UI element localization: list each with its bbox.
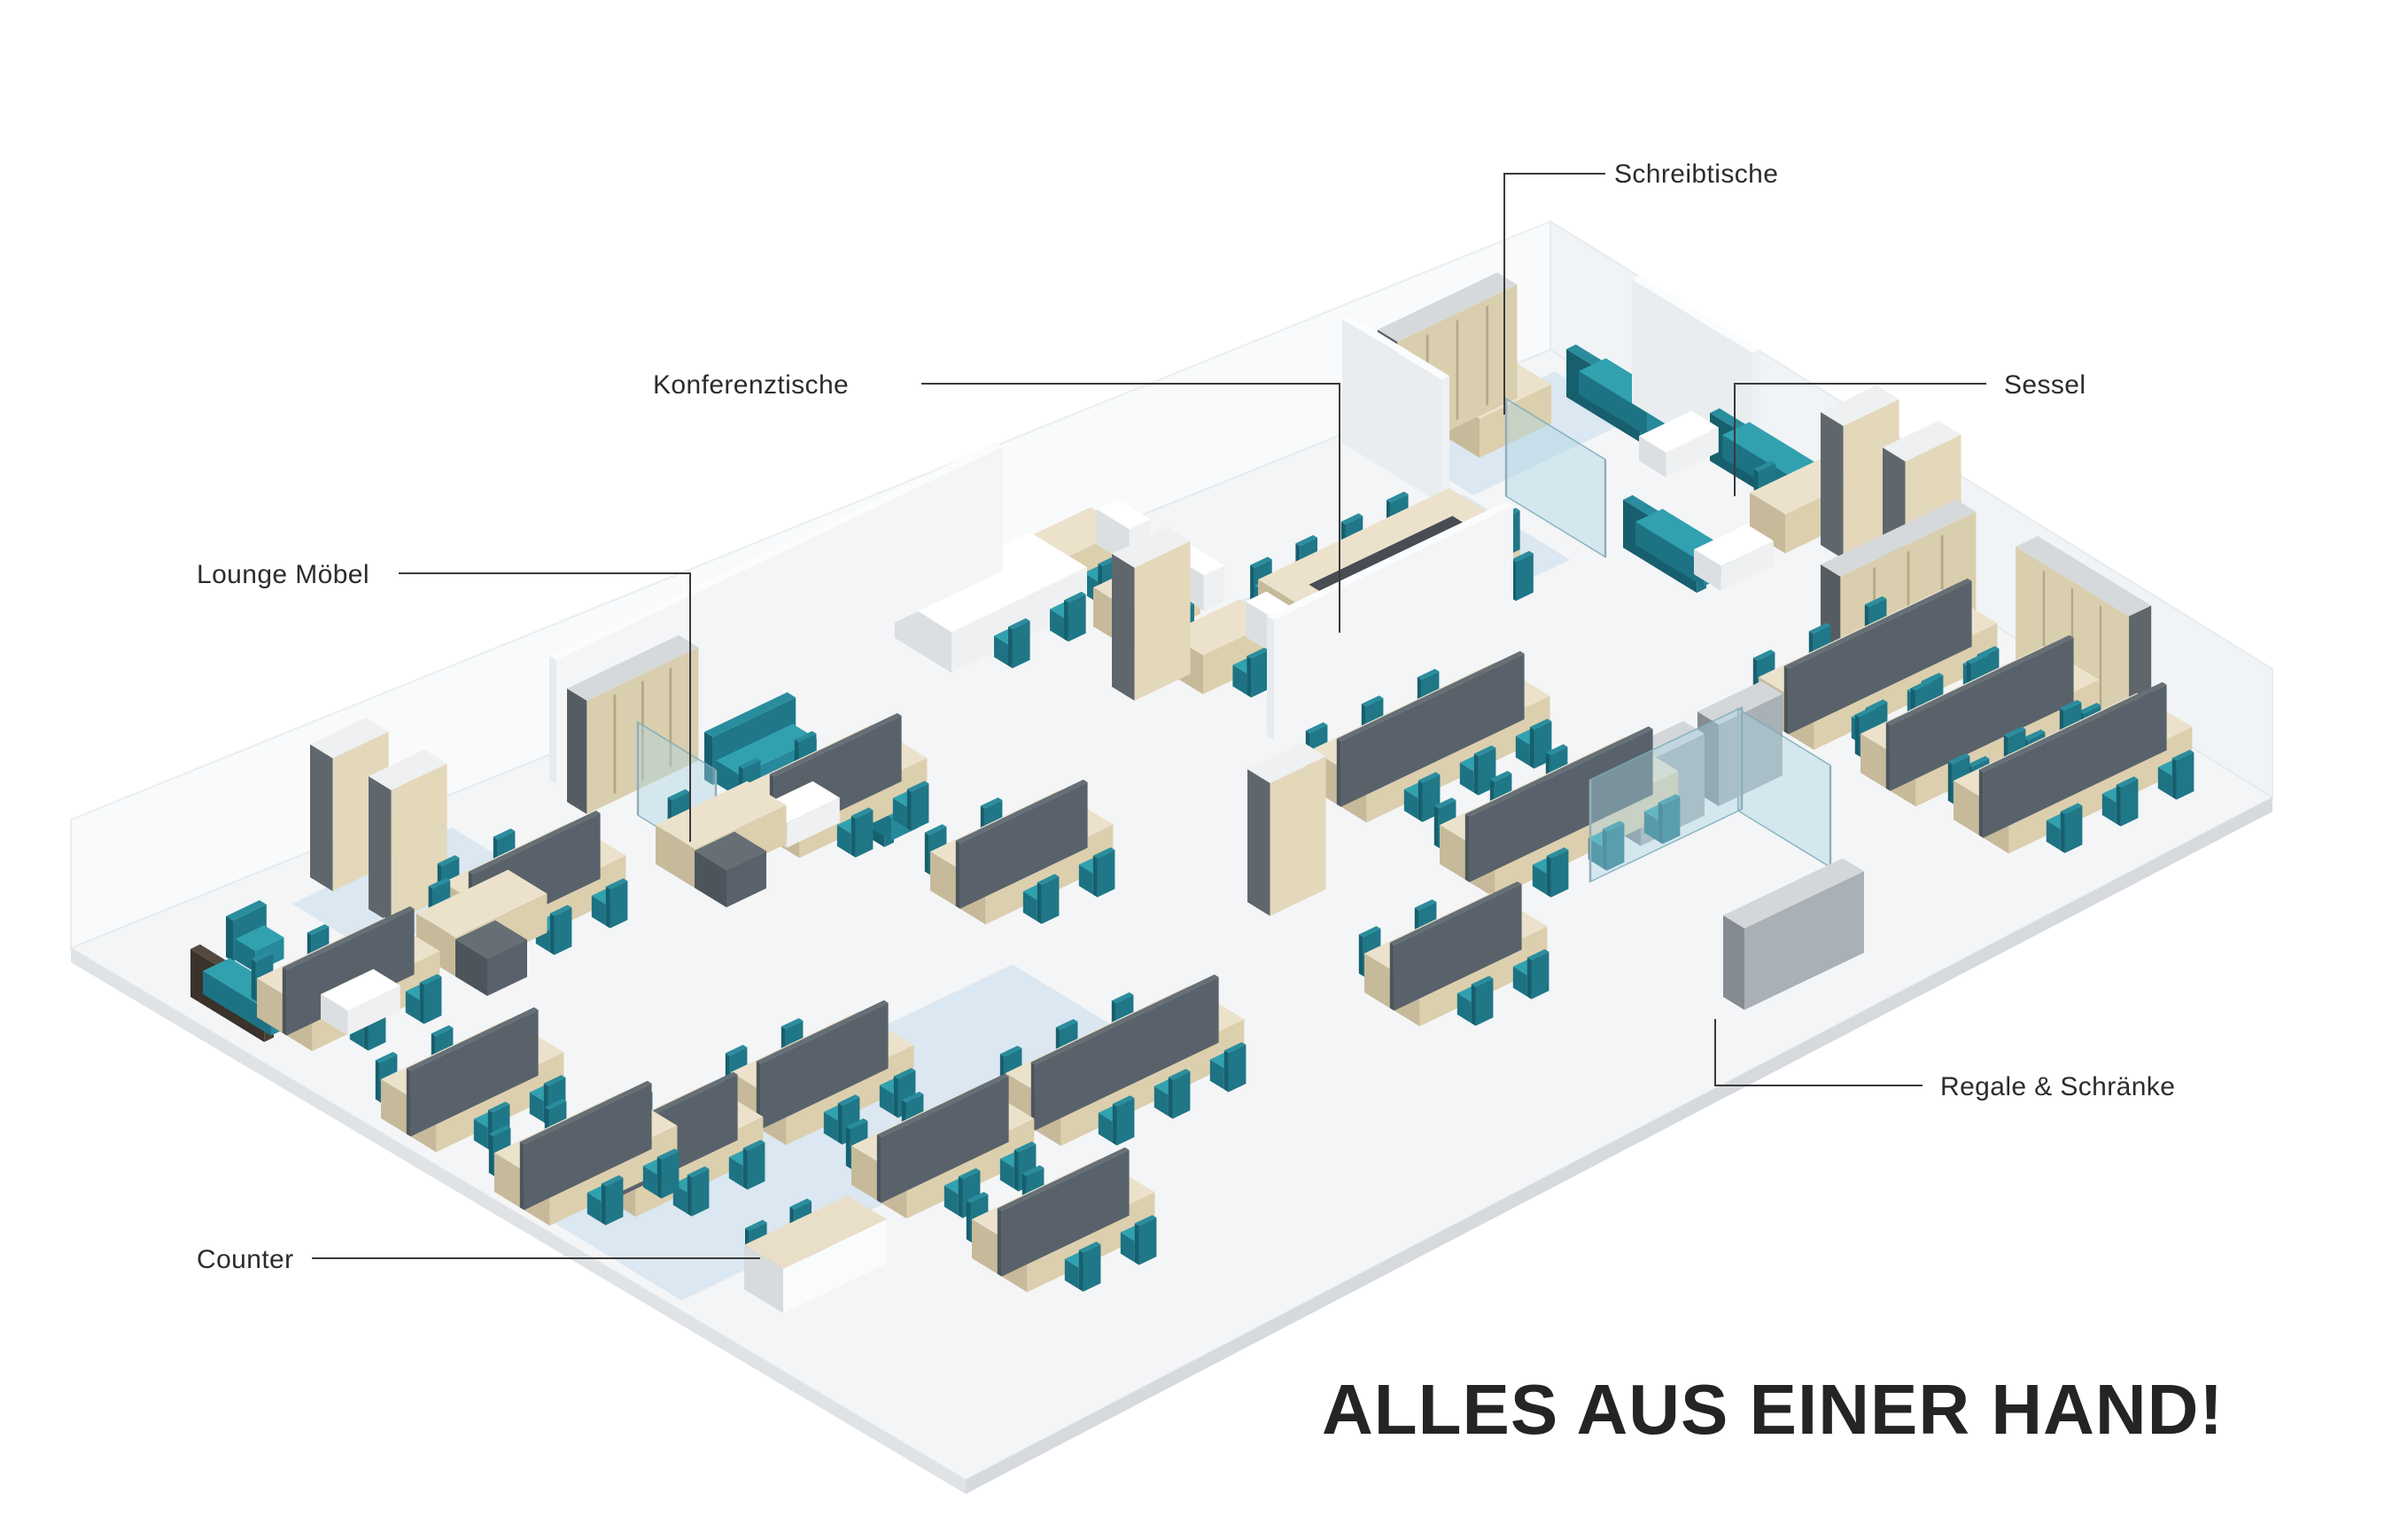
sideboard xyxy=(1723,858,1864,1010)
desk-with-return xyxy=(656,781,787,907)
leader-line-schreibtische xyxy=(1503,173,1605,415)
desk-cluster xyxy=(375,1007,566,1153)
coffee-table xyxy=(321,969,400,1036)
desk-cluster xyxy=(999,974,1247,1147)
desk-cluster xyxy=(966,1147,1157,1293)
coffee-table xyxy=(1694,524,1774,591)
label-schreibtische: Schreibtische xyxy=(1614,159,1779,189)
desk-cluster xyxy=(1752,578,2000,751)
leader-line-regale-schraenke xyxy=(1714,1019,1923,1086)
label-sessel: Sessel xyxy=(2004,370,2086,400)
counter-desk xyxy=(744,1195,887,1313)
glass-partition xyxy=(1736,707,1832,869)
desk-cluster xyxy=(924,779,1115,925)
desk-cluster xyxy=(1358,881,1550,1027)
glass-partition xyxy=(1504,397,1607,558)
floor-slab-edge xyxy=(71,797,2272,1494)
label-counter: Counter xyxy=(197,1245,294,1274)
glass-partition xyxy=(1589,706,1744,883)
cabinet xyxy=(1112,526,1191,701)
desk-cluster xyxy=(1947,681,2194,854)
desk-cluster xyxy=(1305,650,1552,823)
shelf-unit xyxy=(567,634,699,814)
armchair xyxy=(226,899,284,973)
leader-line-lounge-moebel xyxy=(399,572,691,842)
coffee-table xyxy=(1639,410,1719,478)
label-konferenztische: Konferenztische xyxy=(653,370,850,400)
leader-line-konferenztische xyxy=(921,383,1340,633)
desk-cluster xyxy=(845,1073,1037,1219)
desk-with-return xyxy=(416,869,548,996)
desk-cluster xyxy=(738,712,929,859)
leader-line-sessel xyxy=(1734,383,1986,496)
cabinet xyxy=(1247,742,1326,916)
tagline: ALLES AUS EINER HAND! xyxy=(1322,1370,2225,1449)
label-regale-schraenke: Regale & Schränke xyxy=(1940,1072,2176,1101)
label-lounge-moebel: Lounge Möbel xyxy=(197,560,369,589)
desk-cluster xyxy=(488,1080,680,1226)
desk-cluster xyxy=(1433,726,1681,899)
partition-wall xyxy=(1267,502,1513,740)
partition-wall xyxy=(1342,315,1449,504)
cabinet xyxy=(369,749,447,923)
desk-cluster xyxy=(725,1000,916,1146)
